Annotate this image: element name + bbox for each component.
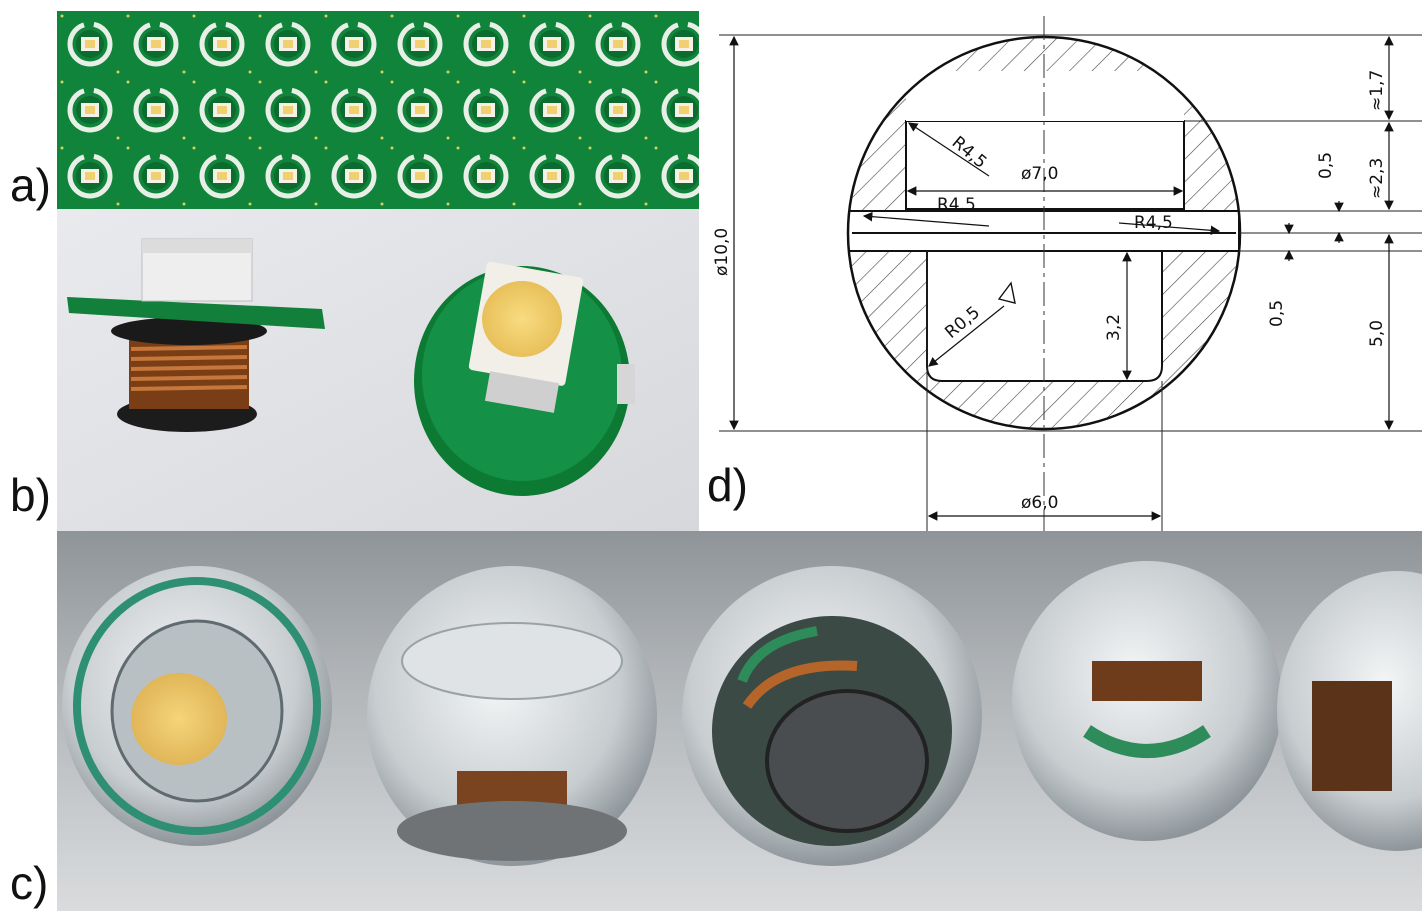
dim-radius-slot-right: R4,5 <box>1134 213 1173 233</box>
dim-height-slot-lower: 0,5 <box>1267 300 1287 327</box>
panel-a-led-array <box>57 11 699 209</box>
dim-diameter-7: ø7,0 <box>1021 164 1058 184</box>
panel-c-spheres-photo <box>57 531 1422 911</box>
panel-label-a: a) <box>10 159 51 211</box>
led-array-photo <box>57 11 699 209</box>
panel-b-module-photo <box>57 209 699 531</box>
panel-label-d: d) <box>707 459 748 511</box>
dim-height-cavity: 3,2 <box>1104 314 1124 341</box>
dim-height-lower: 5,0 <box>1367 320 1387 347</box>
dim-height-upper-cavity: ≈2,3 <box>1367 158 1387 199</box>
panel-label-b: b) <box>10 469 51 521</box>
panel-d-technical-drawing: ø10,0 ø7,0 ø6,0 R4,5 R4.5 R4,5 R0,5 3,2 … <box>699 11 1422 531</box>
panel-label-c: c) <box>10 857 49 909</box>
spheres-photo <box>57 531 1422 911</box>
module-photo <box>57 209 699 531</box>
dim-diameter-6: ø6,0 <box>1021 493 1058 513</box>
dim-diameter-10: ø10,0 <box>712 228 732 276</box>
dim-height-top: ≈1,7 <box>1367 70 1387 111</box>
dim-radius-slot-left: R4.5 <box>937 195 976 215</box>
dim-height-slot-upper: 0,5 <box>1316 152 1336 179</box>
cross-section-drawing: ø10,0 ø7,0 ø6,0 R4,5 R4.5 R4,5 R0,5 3,2 … <box>699 11 1422 531</box>
